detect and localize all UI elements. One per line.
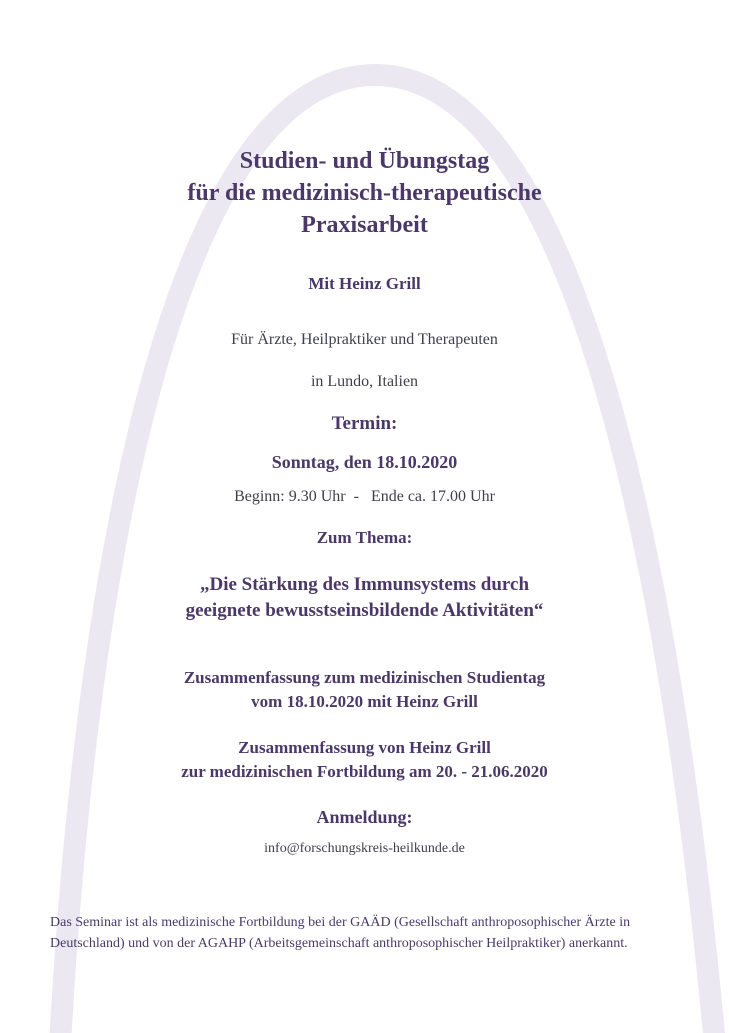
- theme-line-1: „Die Stärkung des Immunsystems durch: [199, 574, 530, 595]
- title-line-2: für die medizinisch-therapeutische: [187, 180, 542, 206]
- email-link[interactable]: info@forschungskreis-heilkunde.de: [264, 841, 465, 856]
- speaker-line: Mit Heinz Grill: [308, 274, 421, 293]
- title-line-3: Praxisarbeit: [301, 212, 428, 238]
- summary1-line-2: vom 18.10.2020 mit Heinz Grill: [251, 692, 478, 711]
- summary2-line-1: Zusammenfassung von Heinz Grill: [238, 738, 491, 757]
- location-line: in Lundo, Italien: [310, 373, 419, 390]
- theme-heading: Zum Thema:: [316, 528, 413, 547]
- summary2-line-2: zur medizinischen Fortbildung am 20. - 2…: [181, 762, 548, 781]
- termin-heading: Termin:: [331, 413, 398, 434]
- date-line: Sonntag, den 18.10.2020: [271, 452, 458, 472]
- theme-line-2: geeignete bewusstseinsbildende Aktivität…: [185, 600, 544, 621]
- summary1-line-1: Zusammenfassung zum medizinischen Studie…: [183, 668, 546, 687]
- title-line-1: Studien- und Übungstag: [239, 148, 490, 174]
- audience-line: Für Ärzte, Heilpraktiker und Therapeuten: [231, 331, 498, 348]
- footer-line-1: Das Seminar ist als medizinische Fortbil…: [50, 915, 631, 930]
- footer-line-2: Deutschland) und von der AGAHP (Arbeitsg…: [50, 936, 628, 951]
- registration-heading: Anmeldung:: [316, 807, 413, 827]
- times-line: Beginn: 9.30 Uhr - Ende ca. 17.00 Uhr: [234, 488, 495, 505]
